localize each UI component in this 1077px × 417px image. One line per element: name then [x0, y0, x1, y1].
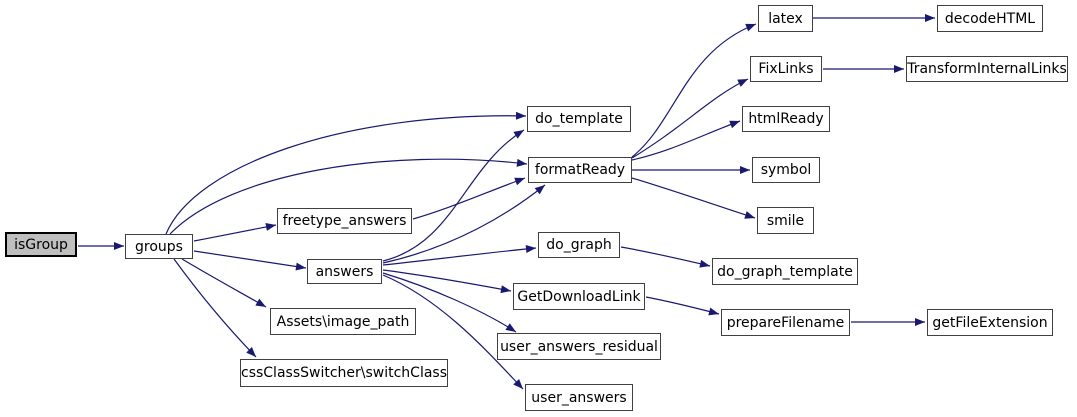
node-user_answers_residual[interactable]: user_answers_residual [497, 333, 661, 360]
node-css_switchclass[interactable]: cssClassSwitcher\switchClass [240, 359, 448, 387]
edge-groups-to-do_template [165, 111, 527, 235]
edge-answers-to-do_template [382, 129, 525, 262]
edge-answers-to-do_graph [382, 244, 537, 266]
node-do_template[interactable]: do_template [527, 106, 631, 132]
node-freetype_answers[interactable]: freetype_answers [277, 208, 412, 234]
edge-do_graph-to-do_graph_template [620, 246, 711, 268]
node-symbol[interactable]: symbol [752, 157, 820, 183]
edge-GetDownloadLink-to-prepareFilename [645, 296, 720, 316]
edge-groups-to-answers [193, 250, 307, 271]
node-FixLinks[interactable]: FixLinks [750, 56, 822, 82]
node-do_graph[interactable]: do_graph [538, 232, 620, 258]
node-groups[interactable]: groups [125, 234, 193, 259]
edge-groups-to-freetype_answers [193, 222, 277, 242]
node-getFileExtension[interactable]: getFileExtension [927, 309, 1053, 336]
node-isGroup: isGroup [5, 232, 77, 257]
node-decodeHTML[interactable]: decodeHTML [937, 5, 1043, 32]
edge-freetype_answers-to-formatReady [412, 177, 526, 220]
edge-formatReady-to-FixLinks [631, 78, 749, 159]
edge-answers-to-user_answers [382, 274, 524, 390]
node-smile[interactable]: smile [757, 207, 814, 234]
edge-answers-to-formatReady [382, 184, 546, 264]
node-TransformInternalLinks[interactable]: TransformInternalLinks [906, 56, 1068, 82]
node-assets_image_path[interactable]: Assets\image_path [270, 308, 416, 335]
node-prepareFilename[interactable]: prepareFilename [721, 309, 850, 336]
edge-answers-to-user_answers_residual [382, 272, 517, 333]
node-user_answers[interactable]: user_answers [525, 384, 633, 411]
node-do_graph_template[interactable]: do_graph_template [712, 258, 858, 285]
edge-formatReady-to-smile [631, 177, 756, 219]
edge-groups-to-css_switchclass [173, 258, 257, 358]
node-answers[interactable]: answers [307, 259, 382, 284]
edge-groups-to-assets_image_path [181, 258, 267, 308]
edge-groups-to-formatReady [169, 158, 528, 235]
edge-formatReady-to-latex [631, 23, 757, 158]
node-GetDownloadLink[interactable]: GetDownloadLink [513, 283, 645, 310]
node-formatReady[interactable]: formatReady [528, 157, 632, 183]
node-latex[interactable]: latex [758, 5, 813, 32]
node-htmlReady[interactable]: htmlReady [742, 106, 830, 132]
edge-formatReady-to-htmlReady [631, 120, 741, 161]
edge-answers-to-GetDownloadLink [382, 269, 512, 294]
